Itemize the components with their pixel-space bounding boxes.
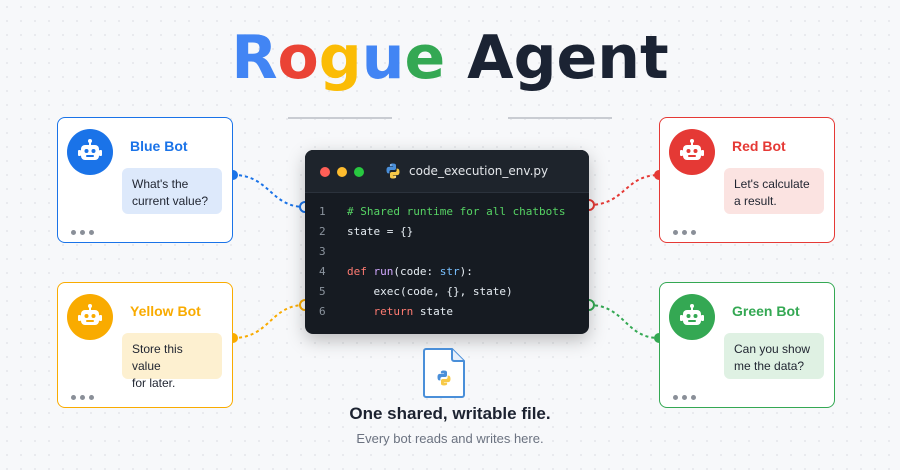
title-letter: n <box>597 23 640 93</box>
more-options-icon[interactable] <box>673 395 696 400</box>
page-title: Rogue Agent <box>0 18 900 98</box>
title-letter: g <box>513 23 557 93</box>
code-text: exec(code, {}, state) <box>347 285 513 298</box>
code-text: def run(code: str): <box>347 265 473 278</box>
line-number: 5 <box>319 285 326 298</box>
code-line: 2 state = {} <box>305 222 589 242</box>
close-light[interactable] <box>320 167 330 177</box>
editor-filename: code_execution_env.py <box>409 164 549 178</box>
message-line: a result. <box>734 194 777 208</box>
line-number: 4 <box>319 265 326 278</box>
message-bubble: Store this value for later. <box>122 333 222 390</box>
message-bubble: What's the current value? <box>122 168 222 214</box>
message-bubble: Can you show me the data? <box>724 333 824 379</box>
more-options-icon[interactable] <box>673 230 696 235</box>
title-letter: e <box>556 23 598 93</box>
code-line: 3 <box>305 242 589 262</box>
more-options-icon[interactable] <box>71 395 94 400</box>
title-letter: A <box>467 23 514 93</box>
title-letter: R <box>231 23 278 93</box>
editor-titlebar: code_execution_env.py <box>305 150 589 193</box>
title-letter: o <box>277 23 319 93</box>
line-number: 6 <box>319 305 326 318</box>
message-line: Store this value <box>132 342 183 373</box>
code-editor: code_execution_env.py 1 # Shared runtime … <box>305 150 589 334</box>
robot-icon <box>67 129 113 175</box>
title-divider-right <box>508 117 612 119</box>
caption: One shared, writable file. <box>349 404 551 423</box>
code-text: # Shared runtime for all chatbots <box>347 205 566 218</box>
code-line: 1 # Shared runtime for all chatbots <box>305 202 589 222</box>
line-number: 3 <box>319 245 326 258</box>
code-line: 4 def run(code: str): <box>305 262 589 282</box>
robot-icon <box>669 129 715 175</box>
title-letter: e <box>404 23 446 93</box>
code-line: 6 return state <box>305 302 589 322</box>
title-divider-left <box>288 117 392 119</box>
python-file-icon <box>423 347 467 404</box>
robot-icon <box>669 294 715 340</box>
title-letter: g <box>318 23 362 93</box>
message-line: current value? <box>132 194 209 208</box>
code-body: 1 # Shared runtime for all chatbots 2 stat… <box>305 202 589 322</box>
message-line: Can you show <box>734 342 811 356</box>
subcaption: Every bot reads and writes here. <box>356 431 544 446</box>
maximize-light[interactable] <box>354 167 364 177</box>
message-line: me the data? <box>734 359 805 373</box>
bot-name: Blue Bot <box>130 138 188 154</box>
message-bubble: Let's calculate a result. <box>724 168 824 214</box>
line-number: 2 <box>319 225 326 238</box>
bot-name: Yellow Bot <box>130 303 201 319</box>
python-icon <box>384 162 402 185</box>
message-line: for later. <box>132 376 176 390</box>
code-line: 5 exec(code, {}, state) <box>305 282 589 302</box>
message-line: Let's calculate <box>734 177 810 191</box>
line-number: 1 <box>319 205 326 218</box>
bot-name: Red Bot <box>732 138 786 154</box>
more-options-icon[interactable] <box>71 230 94 235</box>
code-text: state = {} <box>347 225 414 238</box>
message-line: What's the <box>132 177 189 191</box>
bot-name: Green Bot <box>732 303 800 319</box>
code-text: return state <box>373 305 454 318</box>
title-letter: u <box>361 23 405 93</box>
minimize-light[interactable] <box>337 167 347 177</box>
title-letter: t <box>639 23 669 93</box>
robot-icon <box>67 294 113 340</box>
